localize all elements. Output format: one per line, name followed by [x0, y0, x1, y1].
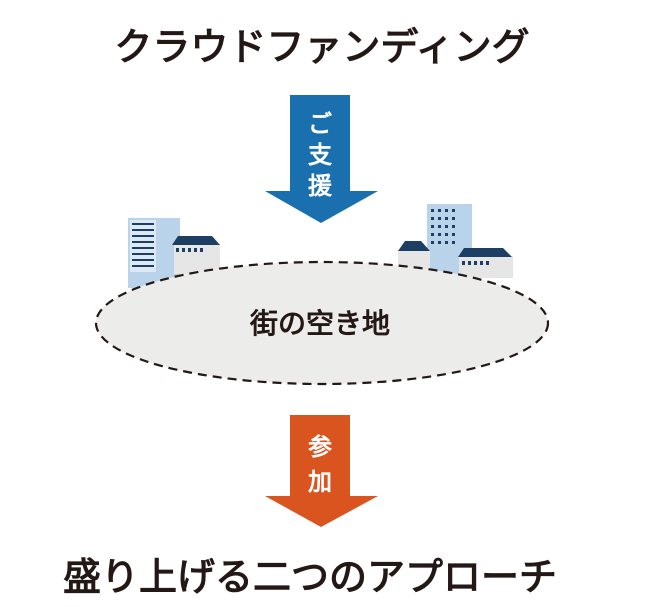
participate-arrow: 参 加 — [265, 415, 378, 527]
participate-char-2: 加 — [308, 468, 332, 496]
support-char-3: 援 — [308, 172, 333, 200]
vacant-lot-ellipse — [94, 260, 550, 386]
center-label: 街の空き地 — [249, 307, 390, 340]
support-char-1: ご — [308, 110, 332, 138]
title-top: クラウドファンディング — [114, 25, 529, 69]
support-arrow: ご 支 援 — [265, 95, 378, 223]
participate-char-1: 参 — [308, 433, 332, 461]
title-bottom: 盛り上げる二つのアプローチ — [63, 555, 557, 599]
support-char-2: 支 — [308, 141, 333, 169]
buildings-left-icon — [128, 218, 220, 288]
